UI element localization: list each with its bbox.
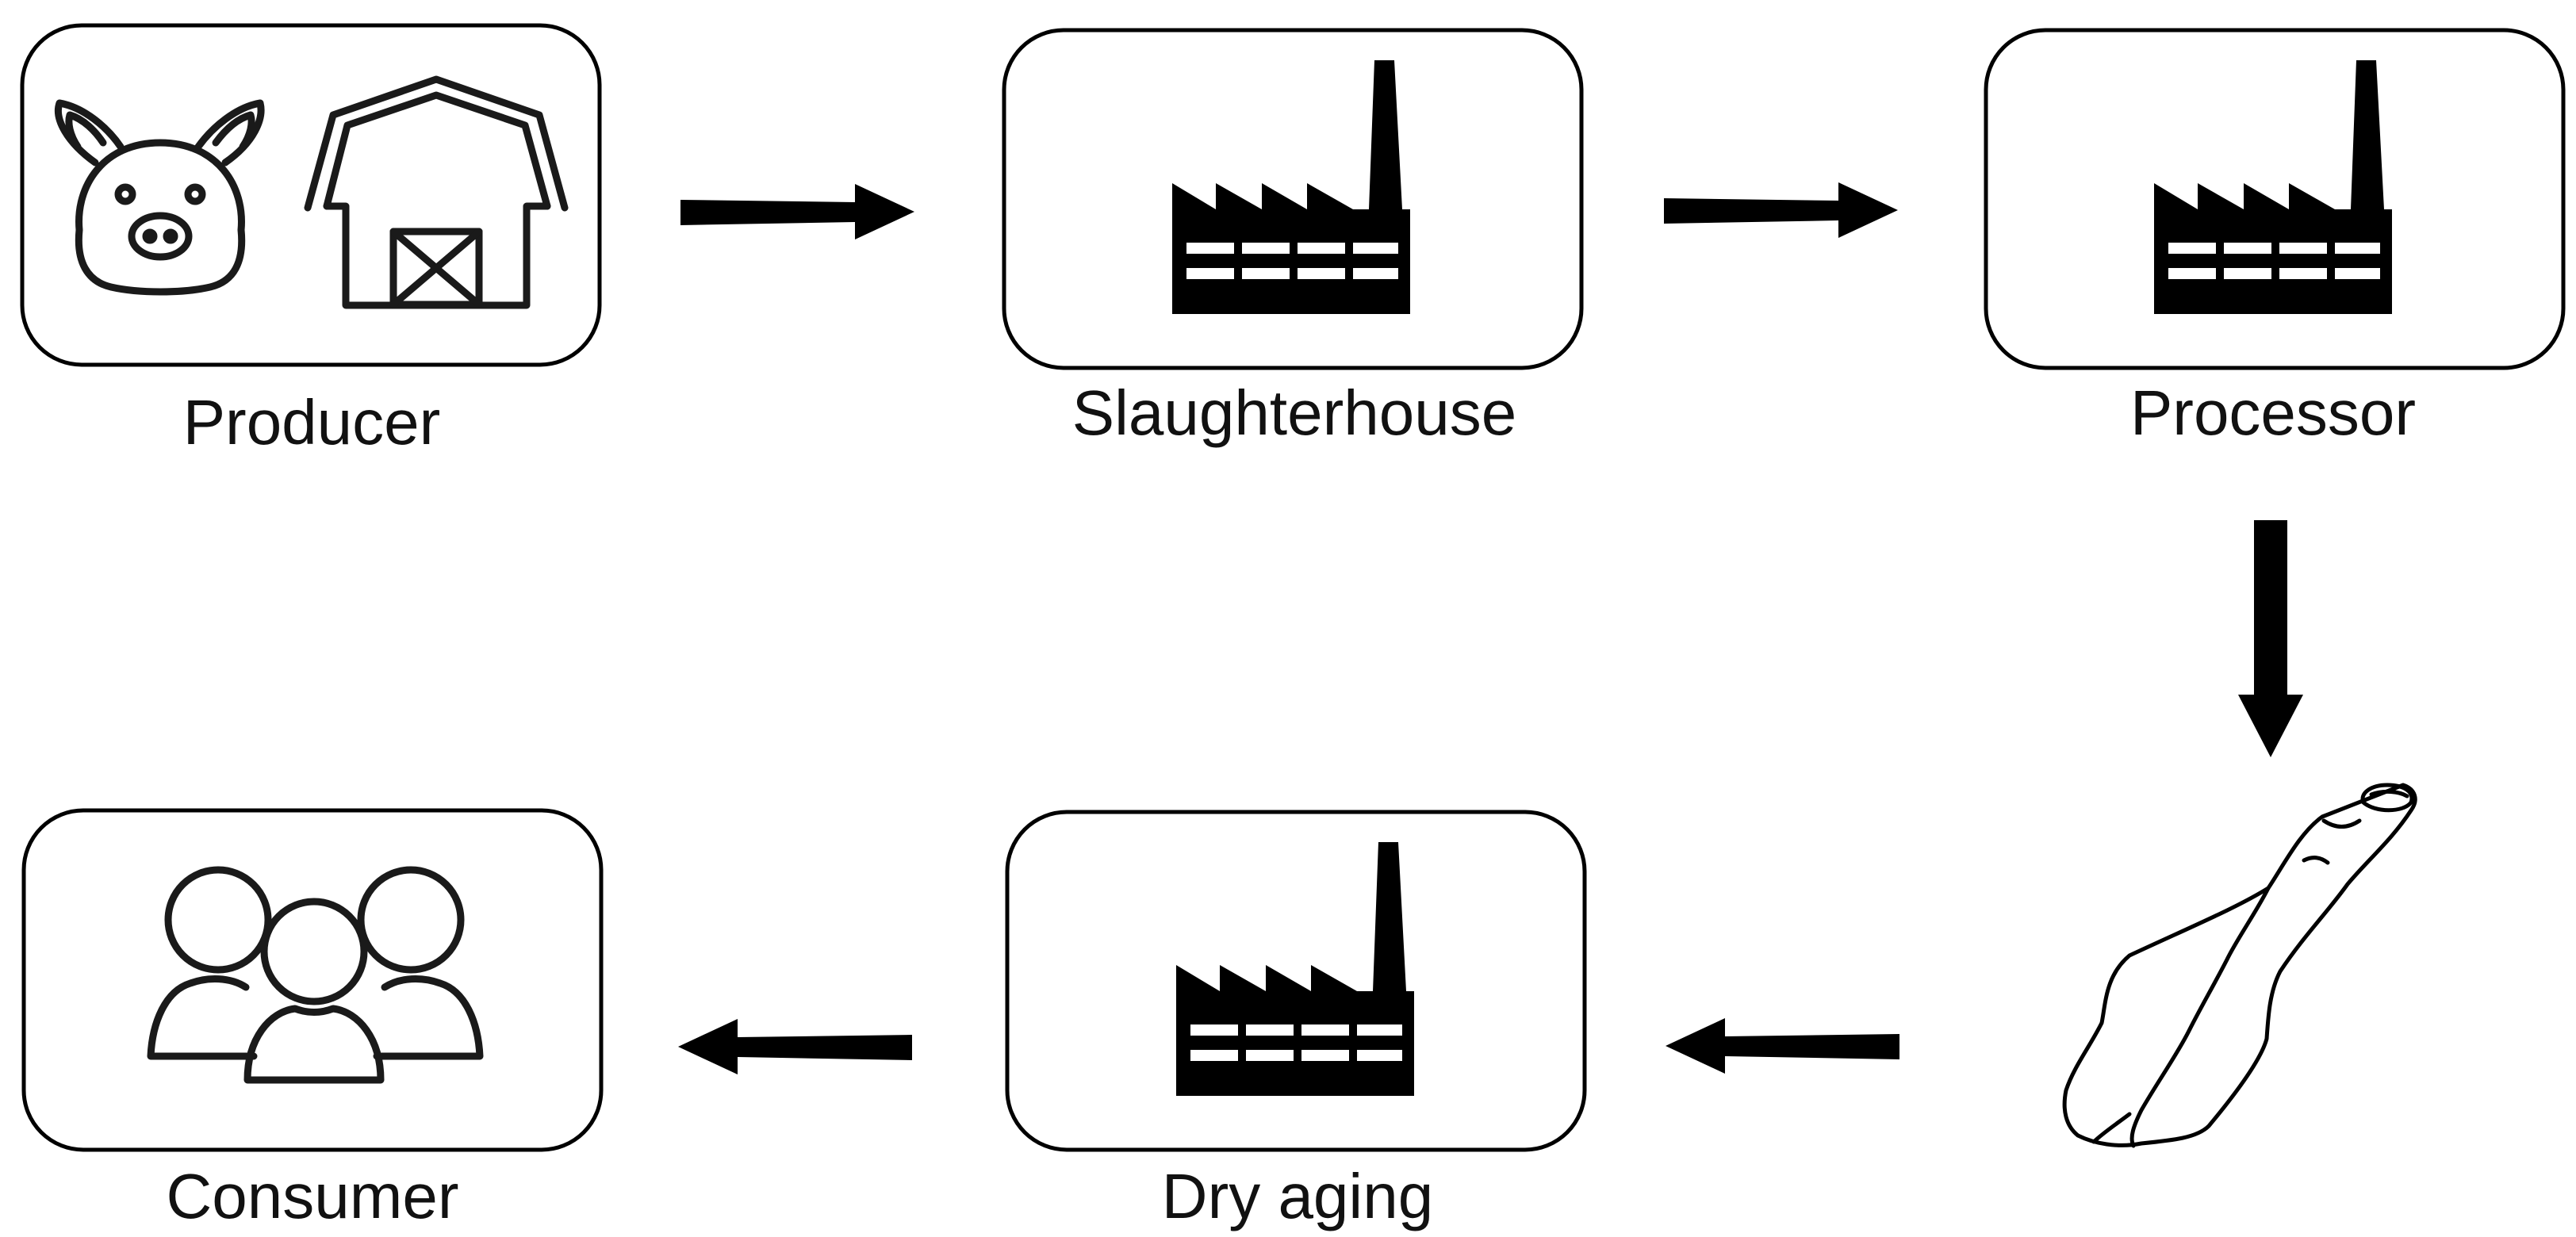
barn-icon [304, 75, 569, 309]
ham-leg-icon [2062, 783, 2417, 1148]
dry-aging-box [1005, 810, 1587, 1152]
arrow-producer-to-slaughterhouse [680, 184, 914, 239]
arrow-processor-to-ham [2238, 520, 2303, 757]
processor-label: Processor [2130, 377, 2416, 448]
consumer-label: Consumer [166, 1161, 458, 1231]
dry-aging-label: Dry aging [1162, 1161, 1433, 1231]
step-producer: Producer [20, 23, 602, 458]
step-slaughterhouse: Slaughterhouse [1002, 28, 1584, 448]
step-dry-aging: Dry aging [1005, 810, 1587, 1231]
step-consumer: Consumer [21, 808, 604, 1231]
arrow-dry-aging-to-consumer [678, 1019, 912, 1074]
slaughterhouse-label: Slaughterhouse [1072, 377, 1516, 448]
step-processor: Processor [1984, 28, 2566, 448]
arrow-ham-to-dry-aging [1666, 1018, 1899, 1074]
producer-label: Producer [183, 387, 441, 458]
consumer-box [21, 808, 604, 1152]
slaughterhouse-box [1002, 28, 1584, 370]
processor-box [1984, 28, 2566, 370]
people-group-icon [147, 866, 484, 1084]
pig-icon [55, 99, 265, 296]
arrow-slaughterhouse-to-processor [1664, 182, 1898, 238]
